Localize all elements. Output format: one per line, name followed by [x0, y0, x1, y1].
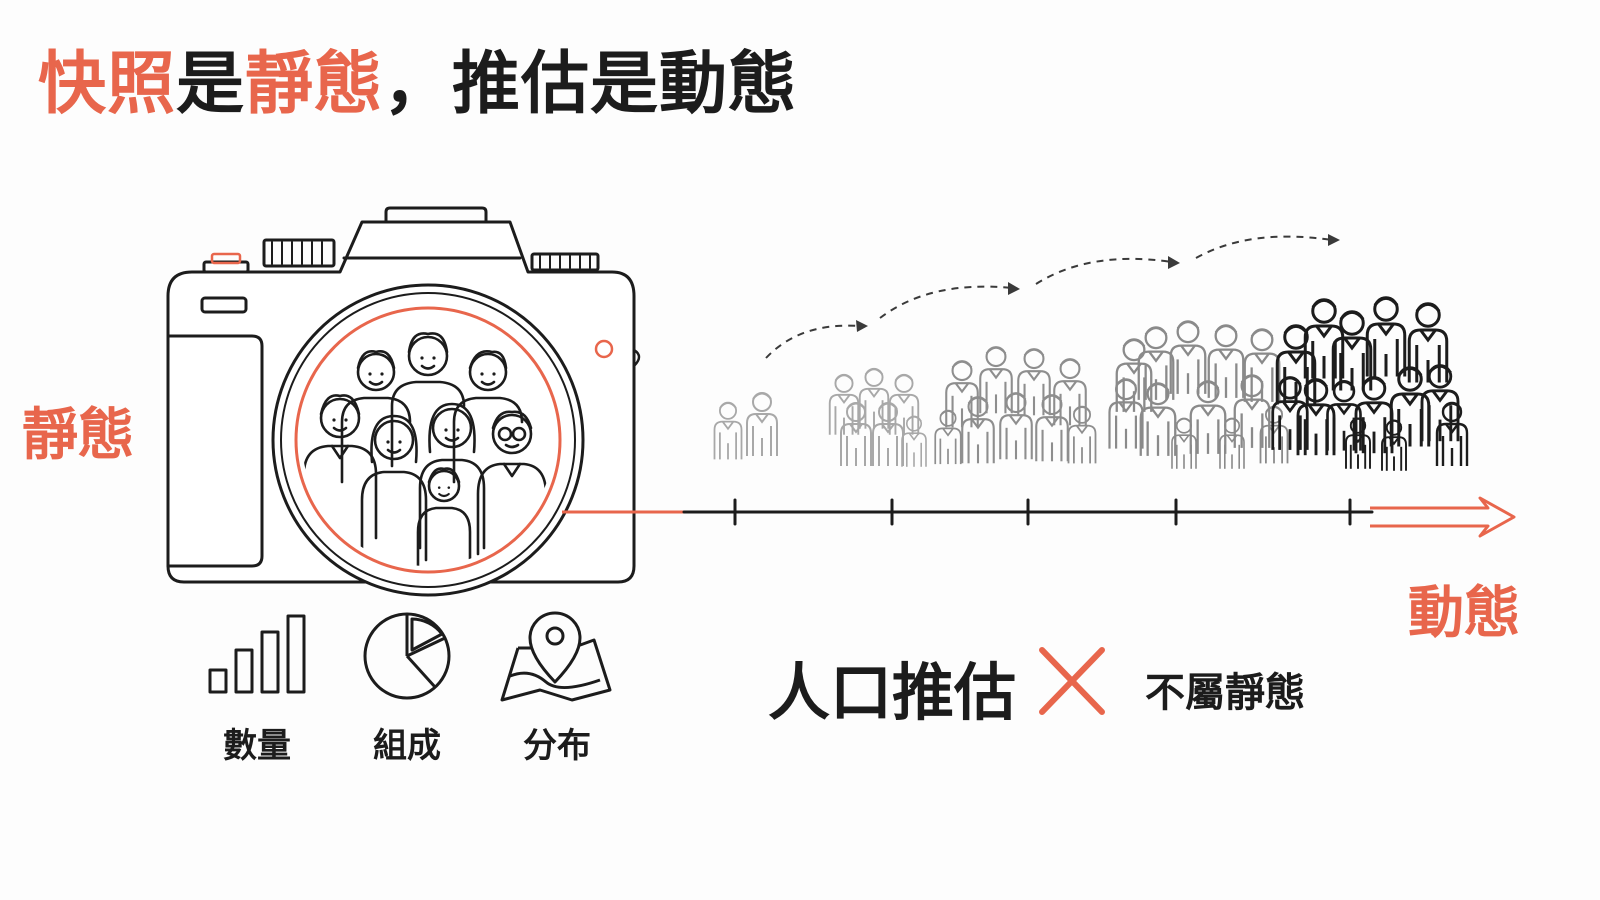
population-group-5	[1271, 296, 1469, 472]
x-mark-icon	[1039, 647, 1105, 715]
page-title: 快照是靜態，推估是動態	[38, 28, 797, 127]
title-part-rest: ，推估是動態	[383, 45, 798, 124]
dynamic-label: 動態	[1408, 581, 1520, 646]
dashed-arrow-icon	[765, 324, 861, 359]
title-part-is: 是	[176, 45, 246, 124]
static-label: 靜態	[22, 403, 134, 468]
population-group-3	[934, 346, 1097, 465]
not-static-label: 不屬靜態	[1145, 670, 1305, 716]
growth-arrows	[765, 235, 1333, 359]
title-part-snapshot: 快照	[38, 45, 177, 124]
population-group-2	[828, 367, 927, 468]
pie-chart-icon	[363, 612, 451, 700]
dashed-arrow-icon	[1035, 257, 1173, 285]
dashed-arrow-icon	[879, 285, 1013, 319]
dashed-arrow-icon	[1195, 235, 1333, 259]
population-group-1	[713, 392, 778, 461]
timeline-axis	[682, 498, 1374, 526]
map-pin-icon	[500, 611, 612, 702]
metric-label-composition: 組成	[373, 726, 441, 766]
camera-icon	[166, 206, 641, 597]
population-group-4	[1108, 320, 1289, 470]
bar-chart-icon	[208, 614, 306, 694]
family-group	[302, 332, 548, 566]
growth-arrowheads	[856, 234, 1340, 332]
timeline-arrow-icon	[1370, 496, 1516, 538]
title-part-static: 靜態	[245, 45, 384, 124]
population-estimate-label: 人口推估	[768, 656, 1017, 729]
metric-label-quantity: 數量	[223, 726, 291, 766]
metric-label-distribution: 分布	[523, 726, 591, 766]
